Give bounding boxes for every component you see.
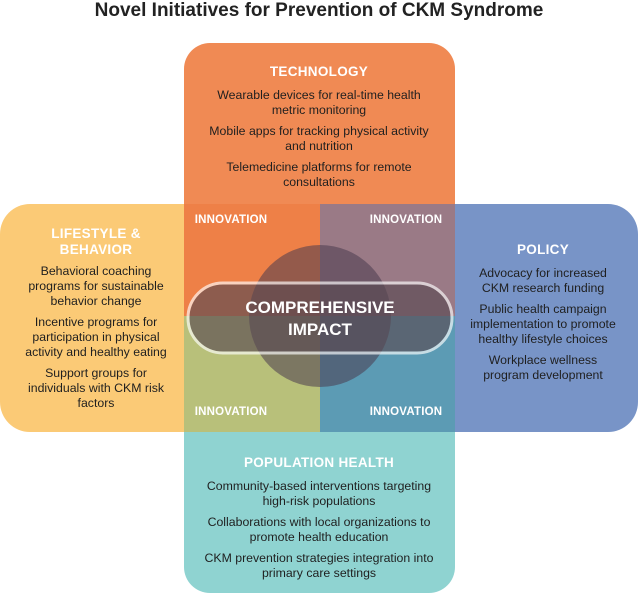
innovation-label-bottom-right: INNOVATION <box>369 406 443 418</box>
population-heading: POPULATION HEALTH <box>243 455 395 470</box>
population-item: CKM prevention strategies integration in… <box>204 551 434 580</box>
center-line-1: COMPREHENSIVE <box>245 298 395 317</box>
technology-heading: TECHNOLOGY <box>269 64 369 79</box>
policy-heading: POLICY <box>516 242 570 257</box>
impact-pill <box>186 281 454 355</box>
policy-item: Advocacy for increased CKM research fund… <box>479 266 607 295</box>
population-content: POPULATION HEALTH Community-based interv… <box>196 455 442 587</box>
lifestyle-heading: LIFESTYLE & BEHAVIOR <box>51 226 141 257</box>
technology-content: TECHNOLOGY Wearable devices for real-tim… <box>200 64 438 196</box>
center-impact-text: COMPREHENSIVE IMPACT <box>188 297 452 341</box>
technology-item: Wearable devices for real-time health me… <box>217 88 421 117</box>
lifestyle-content: LIFESTYLE & BEHAVIOR Behavioral coaching… <box>20 226 172 417</box>
policy-item: Public health campaign implementation to… <box>470 302 616 346</box>
population-item: Community-based interventions targeting … <box>206 479 432 508</box>
innovation-label-top-left: INNOVATION <box>194 214 268 226</box>
lifestyle-item: Incentive programs for participation in … <box>25 315 167 359</box>
policy-item: Workplace wellness program development <box>483 353 603 382</box>
innovation-label-bottom-left: INNOVATION <box>194 406 268 418</box>
diagram-title: Novel Initiatives for Prevention of CKM … <box>94 0 544 21</box>
lifestyle-item: Behavioral coaching programs for sustain… <box>28 264 164 308</box>
technology-item: Telemedicine platforms for remote consul… <box>226 160 412 189</box>
innovation-label-top-right: INNOVATION <box>369 214 443 226</box>
policy-content: POLICY Advocacy for increased CKM resear… <box>468 242 618 389</box>
technology-item: Mobile apps for tracking physical activi… <box>209 124 429 153</box>
center-line-2: IMPACT <box>288 320 352 339</box>
lifestyle-item: Support groups for individuals with CKM … <box>28 366 164 410</box>
population-item: Collaborations with local organizations … <box>207 515 431 544</box>
